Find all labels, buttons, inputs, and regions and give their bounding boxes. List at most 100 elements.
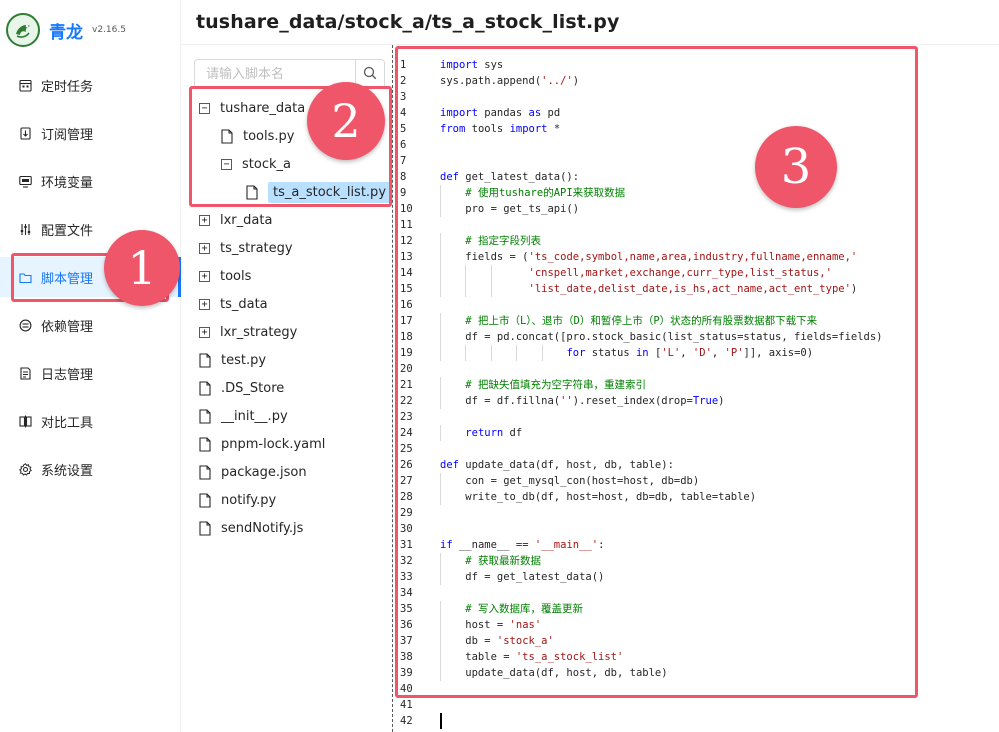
file-icon (199, 520, 211, 536)
indent-guide (516, 345, 518, 361)
code-line: from tools import * (440, 123, 561, 135)
tree-node-file[interactable]: package.json (199, 460, 307, 484)
sidebar-item-label: 环境变量 (41, 175, 94, 191)
sidebar-item-logs[interactable]: 日志管理 (0, 353, 181, 393)
indent-guide (465, 281, 467, 297)
sidebar-item-env[interactable]: 环境变量 (0, 161, 181, 201)
sidebar-item-label: 日志管理 (41, 367, 94, 383)
monitor-icon (18, 174, 32, 188)
code-line: df = get_latest_data() (440, 569, 605, 585)
indent-guide (440, 329, 441, 345)
sidebar-item-label: 依赖管理 (41, 319, 94, 335)
line-number: 1 (400, 59, 407, 71)
tree-node-folder[interactable]: + tools (199, 264, 251, 288)
tree-node-folder[interactable]: − stock_a (221, 152, 291, 176)
annotation-badge-2: 2 (307, 82, 385, 160)
tree-node-folder[interactable]: + ts_strategy (199, 236, 293, 260)
line-number: 6 (400, 139, 407, 151)
sidebar-item-cron[interactable]: 定时任务 (0, 65, 181, 105)
line-number: 27 (400, 475, 413, 487)
search-input[interactable] (195, 60, 355, 88)
line-number: 17 (400, 315, 413, 327)
sidebar-item-label: 对比工具 (41, 415, 94, 431)
indent-guide (440, 377, 441, 393)
tree-node-file[interactable]: test.py (199, 348, 266, 372)
indent-guide (465, 265, 467, 281)
expand-icon[interactable]: + (199, 326, 210, 338)
file-icon (199, 492, 211, 508)
sidebar-item-config[interactable]: 配置文件 (0, 209, 181, 249)
code-line: def get_latest_data(): (440, 171, 580, 183)
code-line: fields = ('ts_code,symbol,name,area,indu… (440, 249, 858, 265)
sidebar-item-diff[interactable]: 对比工具 (0, 401, 181, 441)
tree-node-label: tools.py (243, 128, 295, 144)
sidebar-item-dependencies[interactable]: 依赖管理 (0, 305, 181, 345)
tree-node-file[interactable]: sendNotify.js (199, 516, 303, 540)
tree-node-folder[interactable]: + ts_data (199, 292, 268, 316)
code-line: import pandas as pd (440, 107, 561, 119)
indent-guide (440, 553, 441, 569)
line-number: 20 (400, 363, 413, 375)
expand-icon[interactable]: + (199, 298, 210, 310)
page-title: tushare_data/stock_a/ts_a_stock_list.py (196, 11, 620, 33)
tree-node-file[interactable]: pnpm-lock.yaml (199, 432, 325, 456)
collapse-icon[interactable]: − (199, 102, 210, 114)
line-number: 32 (400, 555, 413, 567)
tree-node-label: lxr_data (220, 212, 273, 228)
highlight-box-editor (395, 46, 918, 698)
line-number: 5 (400, 123, 407, 135)
tree-node-file[interactable]: __init__.py (199, 404, 288, 428)
indent-guide (490, 281, 492, 297)
code-line: return df (440, 425, 883, 441)
sidebar-item-settings[interactable]: 系统设置 (0, 449, 181, 489)
code-line: # 把缺失值填充为空字符串，重建索引 (440, 377, 883, 393)
tree-node-label: test.py (221, 352, 267, 368)
sidebar-item-subscriptions[interactable]: 订阅管理 (0, 113, 181, 153)
code-line: if __name__ == '__main__': (440, 539, 605, 551)
line-number: 4 (400, 107, 407, 119)
code-line: con = get_mysql_con(host=host, db=db) (440, 473, 700, 489)
file-icon (246, 184, 258, 200)
sidebar-item-label: 脚本管理 (41, 271, 94, 287)
indent-guide (440, 313, 441, 329)
tree-node-folder[interactable]: − tushare_data (199, 96, 305, 120)
text-cursor (440, 713, 442, 729)
expand-icon[interactable]: + (199, 214, 210, 226)
search-button[interactable] (355, 60, 384, 88)
code-line: def update_data(df, host, db, table): (440, 459, 674, 471)
tree-node-file[interactable]: notify.py (199, 488, 276, 512)
file-icon (199, 436, 211, 452)
sidebar-item-label: 配置文件 (41, 223, 94, 239)
code-line: # 指定字段列表 (440, 233, 883, 249)
file-icon (199, 464, 211, 480)
expand-icon[interactable]: + (199, 270, 210, 282)
line-number: 28 (400, 491, 413, 503)
line-number: 41 (400, 699, 413, 711)
expand-icon[interactable]: + (199, 242, 210, 254)
calendar-icon (18, 78, 32, 92)
line-number: 9 (400, 187, 407, 199)
code-line: db = 'stock_a' (440, 633, 554, 649)
brand: 青龙 v2.16.5 (6, 12, 126, 48)
code-line: for status in ['L', 'D', 'P']], axis=0) (440, 345, 883, 361)
tree-node-folder[interactable]: + lxr_strategy (199, 320, 297, 344)
indent-guide (440, 633, 441, 649)
collapse-icon[interactable]: − (221, 158, 232, 170)
tree-node-label: tushare_data (220, 100, 306, 116)
line-number: 42 (400, 715, 413, 727)
line-number: 13 (400, 251, 413, 263)
annotation-badge-1: 1 (104, 230, 180, 306)
tree-node-file[interactable]: tools.py (221, 124, 294, 148)
indent-guide (440, 425, 441, 441)
tree-node-folder[interactable]: + lxr_data (199, 208, 272, 232)
file-tree-panel: − tushare_data tools.py − stock_a ts_a_s… (182, 45, 392, 732)
tree-node-file[interactable]: .DS_Store (199, 376, 284, 400)
line-number: 40 (400, 683, 413, 695)
tree-node-file-selected[interactable]: ts_a_stock_list.py (246, 180, 392, 204)
panel-resize-handle[interactable] (392, 45, 393, 732)
sidebar-item-label: 系统设置 (41, 463, 94, 479)
tree-node-label: pnpm-lock.yaml (221, 436, 326, 452)
